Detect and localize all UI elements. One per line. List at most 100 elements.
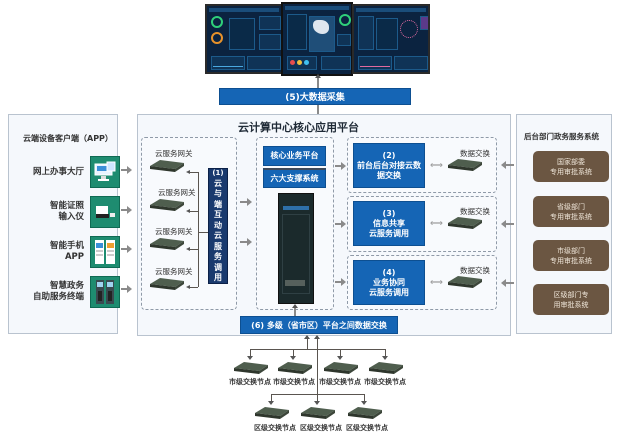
core-business-platform: 核心业务平台 bbox=[263, 146, 326, 166]
interaction-char: 用 bbox=[214, 273, 222, 283]
client-item-id-scanner[interactable]: 智能证照 输入仪 bbox=[8, 194, 128, 230]
arrow-right-icon bbox=[127, 285, 132, 293]
arrow-right-icon bbox=[341, 220, 346, 228]
gateway-server-icon bbox=[148, 237, 186, 251]
approval-system-national[interactable]: 国家部委 专用审批系统 bbox=[533, 151, 609, 182]
city-trunk bbox=[307, 336, 308, 350]
city-node-label: 市级交换节点 bbox=[229, 378, 271, 386]
exchange-label: 数据交换 bbox=[460, 266, 490, 275]
interaction-char: 动 bbox=[214, 220, 222, 230]
gateway-link bbox=[188, 172, 198, 173]
service-number: (3) bbox=[382, 208, 396, 218]
client-panel-title: 云端设备客户端（APP） bbox=[23, 134, 113, 143]
client-arrow-line bbox=[121, 209, 128, 211]
client-arrow-line bbox=[121, 288, 128, 290]
district-node-label: 区级交换节点 bbox=[346, 424, 388, 432]
arrow-left-icon bbox=[501, 161, 506, 169]
service-line: 云服务调用 bbox=[369, 287, 409, 297]
district-node-label: 区级交换节点 bbox=[300, 424, 342, 432]
arrow-up-icon bbox=[304, 335, 310, 339]
district-node-server-icon bbox=[299, 406, 337, 420]
approval-system-provincial[interactable]: 省级部门 专用审批系统 bbox=[533, 196, 609, 227]
gateway-server-icon bbox=[148, 277, 186, 291]
interaction-char: 端 bbox=[214, 199, 222, 209]
backend-panel-title: 后台部门政务服务系统 bbox=[524, 132, 599, 141]
platform-title: 云计算中心核心应用平台 bbox=[238, 121, 359, 134]
gateway-core-arrow bbox=[240, 201, 248, 203]
arrow-right-icon bbox=[247, 198, 252, 206]
arrow-left-icon bbox=[186, 170, 190, 174]
six-support-systems: 六大支撑系统 bbox=[263, 168, 326, 188]
approval-system-line: 用审批系统 bbox=[553, 300, 589, 309]
service-number: (4) bbox=[382, 267, 396, 277]
scanner-icon bbox=[90, 196, 120, 228]
approval-system-city[interactable]: 市级部门 专用审批系统 bbox=[533, 240, 609, 271]
approval-system-line: 专用审批系统 bbox=[550, 256, 592, 265]
bidirectional-arrow-icon: ⟺ bbox=[430, 278, 443, 288]
district-trunk bbox=[317, 336, 318, 395]
arrow-down-icon bbox=[382, 356, 388, 360]
exchange-server-icon bbox=[446, 275, 484, 289]
approval-system-line: 专用审批系统 bbox=[550, 167, 592, 176]
dashboard-screen-center bbox=[281, 2, 353, 76]
gateway-label: 云服务网关 bbox=[155, 227, 193, 236]
service-box-frontend-backend: (2) 前台后台对接云数 据交换 bbox=[353, 143, 425, 188]
service-box-collaboration: (4) 业务协同 云服务调用 bbox=[353, 260, 425, 305]
arrow-left-icon bbox=[186, 209, 190, 213]
arrow-up-icon bbox=[314, 335, 320, 339]
service-line: 据交换 bbox=[377, 170, 401, 180]
service-line: 信息共享 bbox=[373, 218, 405, 228]
service-line: 前台后台对接云数 bbox=[357, 160, 421, 170]
city-drop bbox=[250, 349, 251, 357]
arrow-left-icon bbox=[186, 247, 190, 251]
interaction-char: 云 bbox=[214, 231, 222, 241]
interaction-char: 与 bbox=[214, 189, 222, 199]
arrow-left-icon bbox=[501, 220, 506, 228]
core-business-label: 核心业务平台 bbox=[270, 151, 319, 160]
district-drop bbox=[364, 394, 365, 402]
interaction-number: (1) bbox=[212, 169, 224, 178]
exchange-label: 数据交换 bbox=[460, 207, 490, 216]
city-node-label: 市级交换节点 bbox=[319, 378, 361, 386]
arrow-down-icon bbox=[314, 401, 320, 405]
approval-system-line: 区级部门专 bbox=[553, 290, 589, 299]
gateway-label: 云服务网关 bbox=[158, 188, 196, 197]
multilevel-label: (6) 多级（省市区）平台之间数据交换 bbox=[251, 320, 387, 330]
client-item-mobile-app[interactable]: 智能手机 APP bbox=[8, 234, 128, 270]
district-drop bbox=[317, 394, 318, 402]
city-node-label: 市级交换节点 bbox=[364, 378, 406, 386]
interaction-char: 调 bbox=[214, 262, 222, 272]
core-service-arrow bbox=[335, 165, 342, 167]
backend-dept-panel: 后台部门政务服务系统 国家部委 专用审批系统 省级部门 专用审批系统 市级部门 … bbox=[516, 114, 612, 334]
city-node-server-icon bbox=[232, 361, 270, 375]
arrow-right-icon bbox=[127, 206, 132, 214]
gateway-link bbox=[188, 249, 198, 250]
district-node-server-icon bbox=[253, 406, 291, 420]
arrow-right-icon bbox=[127, 166, 132, 174]
core-service-arrow bbox=[335, 281, 342, 283]
server-rack-icon bbox=[278, 193, 314, 304]
approval-system-line: 省级部门 bbox=[557, 202, 585, 211]
approval-system-district[interactable]: 区级部门专 用审批系统 bbox=[533, 284, 609, 315]
cloud-device-interaction-box: (1) 云 与 端 互 动 云 服 务 调 用 bbox=[208, 168, 228, 284]
dashboard-screen-right bbox=[352, 4, 430, 74]
client-item-label: 智能证照 bbox=[49, 201, 84, 211]
service-box-info-sharing: (3) 信息共享 云服务调用 bbox=[353, 201, 425, 246]
arrow-down-icon bbox=[247, 356, 253, 360]
city-node-label: 市级交换节点 bbox=[273, 378, 315, 386]
mobile-app-icon bbox=[90, 236, 120, 268]
city-drop bbox=[385, 349, 386, 357]
city-drop bbox=[340, 349, 341, 357]
arrow-down-icon bbox=[361, 401, 367, 405]
arrow-down-icon bbox=[268, 401, 274, 405]
bigdata-connector bbox=[317, 105, 319, 115]
interaction-char: 务 bbox=[214, 252, 222, 262]
client-item-online-hall[interactable]: 网上办事大厅 bbox=[8, 154, 128, 190]
client-item-label: 智慧政务 bbox=[49, 281, 84, 291]
gateway-server-icon bbox=[148, 159, 186, 173]
support-systems-label: 六大支撑系统 bbox=[270, 173, 319, 183]
client-item-self-service-kiosk[interactable]: 智慧政务 自助服务终端 bbox=[8, 274, 128, 310]
arrow-down-icon bbox=[290, 356, 296, 360]
client-item-label: 网上办事大厅 bbox=[32, 166, 84, 177]
bidirectional-arrow-icon: ⟺ bbox=[430, 161, 443, 171]
